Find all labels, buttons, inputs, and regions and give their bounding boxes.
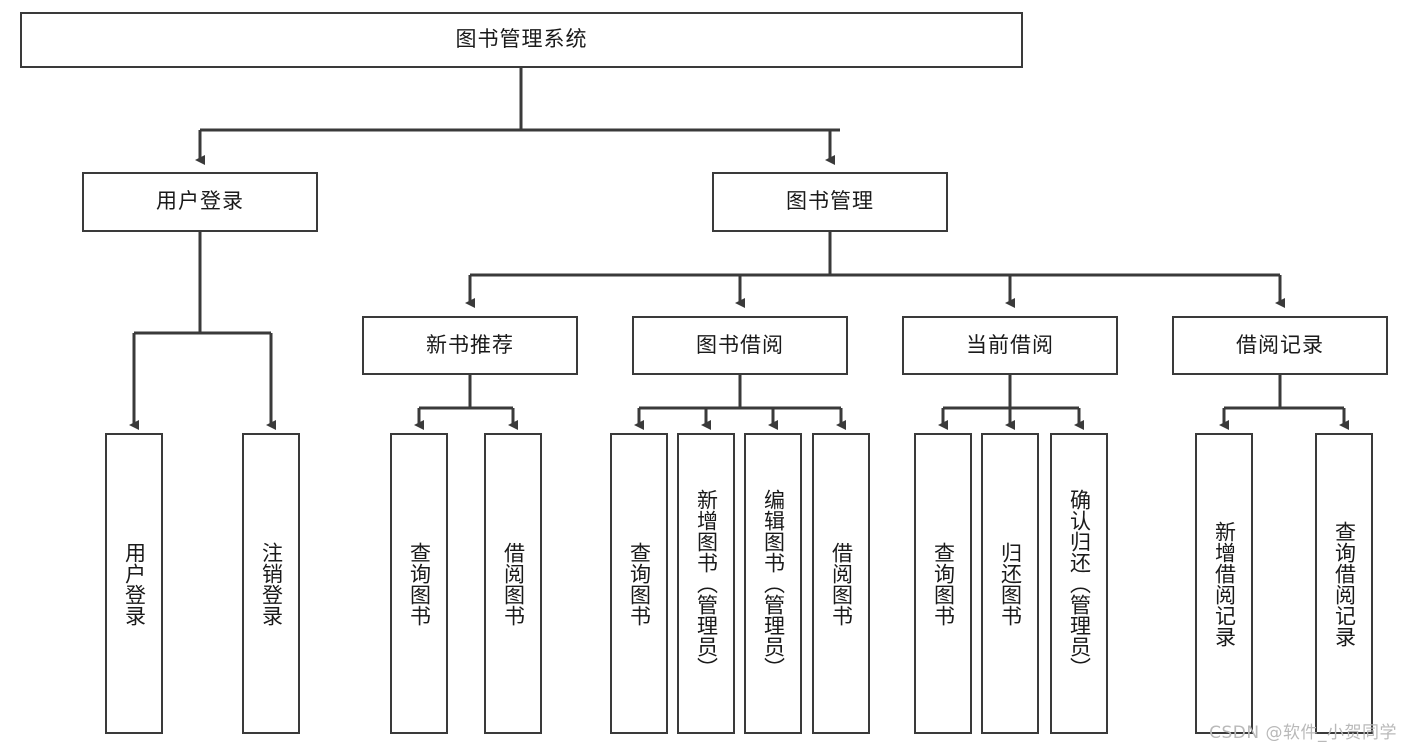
leaf-user-login-login[interactable]: 用户登录 [105,433,163,734]
node-label: 图书管理系统 [455,27,588,52]
leaf-current-borrow-return-books[interactable]: 归还图书 [981,433,1039,734]
leaf-book-borrow-query-books[interactable]: 查询图书 [610,433,668,734]
node-label: 查询图书 [931,541,956,626]
node-borrow-records[interactable]: 借阅记录 [1172,316,1388,375]
node-book-borrowing[interactable]: 图书借阅 [632,316,848,375]
node-label: 借阅记录 [1236,332,1324,357]
node-label: 新增图书（管理员） [694,489,719,678]
node-label: 图书管理 [786,189,874,214]
node-new-book-recommendation[interactable]: 新书推荐 [362,316,578,375]
leaf-book-borrow-borrow-books[interactable]: 借阅图书 [812,433,870,734]
leaf-book-borrow-edit-book-admin[interactable]: 编辑图书（管理员） [744,433,802,734]
node-label: 新增借阅记录 [1212,520,1237,647]
leaf-book-borrow-add-book-admin[interactable]: 新增图书（管理员） [677,433,735,734]
node-root-book-management-system[interactable]: 图书管理系统 [20,12,1023,68]
leaf-new-book-borrow-books[interactable]: 借阅图书 [484,433,542,734]
node-user-login[interactable]: 用户登录 [82,172,318,232]
node-label: 用户登录 [156,189,244,214]
node-label: 注销登录 [259,541,284,626]
node-label: 查询图书 [627,541,652,626]
leaf-user-login-logout[interactable]: 注销登录 [242,433,300,734]
node-label: 查询图书 [407,541,432,626]
leaf-borrow-record-query-record[interactable]: 查询借阅记录 [1315,433,1373,734]
node-label: 借阅图书 [501,541,526,626]
leaf-borrow-record-add-record[interactable]: 新增借阅记录 [1195,433,1253,734]
node-label: 图书借阅 [696,332,784,357]
node-current-borrowing[interactable]: 当前借阅 [902,316,1118,375]
leaf-current-borrow-confirm-return-admin[interactable]: 确认归还（管理员） [1050,433,1108,734]
node-book-management[interactable]: 图书管理 [712,172,948,232]
leaf-current-borrow-query-books[interactable]: 查询图书 [914,433,972,734]
csdn-watermark: CSDN @软件_小贺同学 [1209,723,1397,743]
node-label: 查询借阅记录 [1332,520,1357,647]
node-label: 确认归还（管理员） [1067,489,1092,678]
leaf-new-book-query-books[interactable]: 查询图书 [390,433,448,734]
node-label: 编辑图书（管理员） [761,489,786,678]
node-label: 用户登录 [122,541,147,626]
node-label: 当前借阅 [966,332,1054,357]
node-label: 借阅图书 [829,541,854,626]
node-label: 归还图书 [998,541,1023,626]
node-label: 新书推荐 [426,332,514,357]
